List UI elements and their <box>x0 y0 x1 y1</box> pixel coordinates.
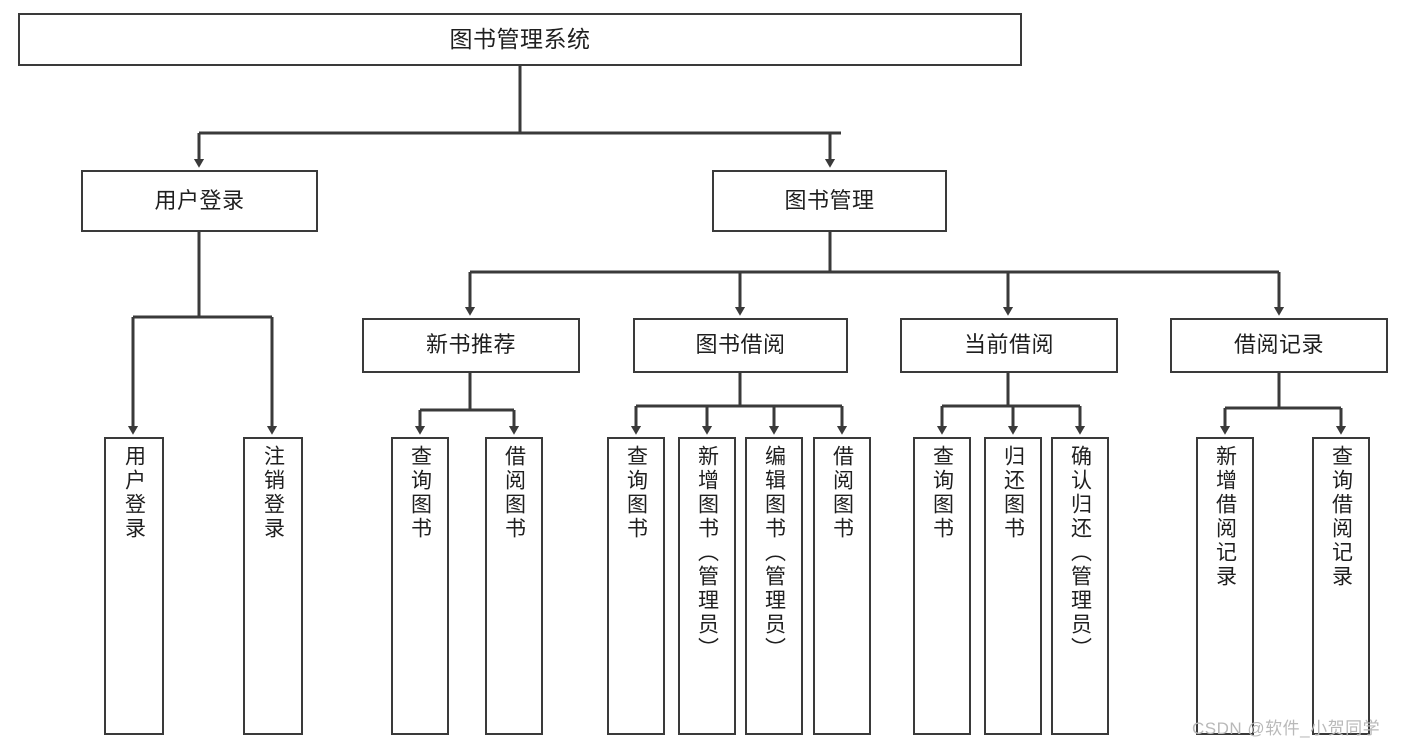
node-leaf-add-book[interactable]: 新增图书（管理员） <box>678 437 736 735</box>
node-new-book-recommend[interactable]: 新书推荐 <box>362 318 580 373</box>
node-leaf-query-book-borrow-label: 查询图书 <box>624 445 648 541</box>
node-leaf-query-borrow-record-label: 查询借阅记录 <box>1329 445 1353 589</box>
node-book-manage-label: 图书管理 <box>784 187 875 213</box>
node-leaf-return-book-label: 归还图书 <box>1001 445 1025 541</box>
node-current-borrow-label: 当前借阅 <box>963 332 1054 358</box>
node-leaf-query-book-current-label: 查询图书 <box>930 445 954 541</box>
node-leaf-query-borrow-record[interactable]: 查询借阅记录 <box>1312 437 1370 735</box>
node-borrow-record-label: 借阅记录 <box>1233 332 1324 358</box>
node-leaf-add-book-label: 新增图书（管理员） <box>695 445 719 661</box>
node-new-book-recommend-label: 新书推荐 <box>425 332 516 358</box>
node-leaf-edit-book-label: 编辑图书（管理员） <box>762 445 786 661</box>
node-leaf-add-borrow-record[interactable]: 新增借阅记录 <box>1196 437 1254 735</box>
node-leaf-query-book-current[interactable]: 查询图书 <box>913 437 971 735</box>
watermark: CSDN @软件_小贺同学 <box>1192 719 1381 738</box>
node-user-login-label: 用户登录 <box>154 187 245 213</box>
node-leaf-edit-book[interactable]: 编辑图书（管理员） <box>745 437 803 735</box>
node-leaf-confirm-return[interactable]: 确认归还（管理员） <box>1051 437 1109 735</box>
node-book-borrow[interactable]: 图书借阅 <box>633 318 848 373</box>
node-leaf-borrow-book-recommend[interactable]: 借阅图书 <box>485 437 543 735</box>
node-root[interactable]: 图书管理系统 <box>18 13 1022 66</box>
node-book-manage[interactable]: 图书管理 <box>712 170 947 232</box>
node-leaf-user-login-label: 用户登录 <box>122 445 146 541</box>
node-leaf-user-logout-label: 注销登录 <box>261 445 285 541</box>
node-leaf-borrow-book-label: 借阅图书 <box>830 445 854 541</box>
node-user-login[interactable]: 用户登录 <box>81 170 318 232</box>
node-leaf-query-book-borrow[interactable]: 查询图书 <box>607 437 665 735</box>
node-leaf-add-borrow-record-label: 新增借阅记录 <box>1213 445 1237 589</box>
node-leaf-borrow-book[interactable]: 借阅图书 <box>813 437 871 735</box>
node-leaf-return-book[interactable]: 归还图书 <box>984 437 1042 735</box>
node-leaf-borrow-book-recommend-label: 借阅图书 <box>502 445 526 541</box>
node-current-borrow[interactable]: 当前借阅 <box>900 318 1118 373</box>
node-book-borrow-label: 图书借阅 <box>695 332 786 358</box>
node-leaf-query-book-recommend-label: 查询图书 <box>408 445 432 541</box>
node-leaf-user-logout[interactable]: 注销登录 <box>243 437 303 735</box>
node-borrow-record[interactable]: 借阅记录 <box>1170 318 1388 373</box>
node-root-label: 图书管理系统 <box>449 25 591 52</box>
node-leaf-query-book-recommend[interactable]: 查询图书 <box>391 437 449 735</box>
node-leaf-user-login[interactable]: 用户登录 <box>104 437 164 735</box>
node-leaf-confirm-return-label: 确认归还（管理员） <box>1068 445 1092 661</box>
